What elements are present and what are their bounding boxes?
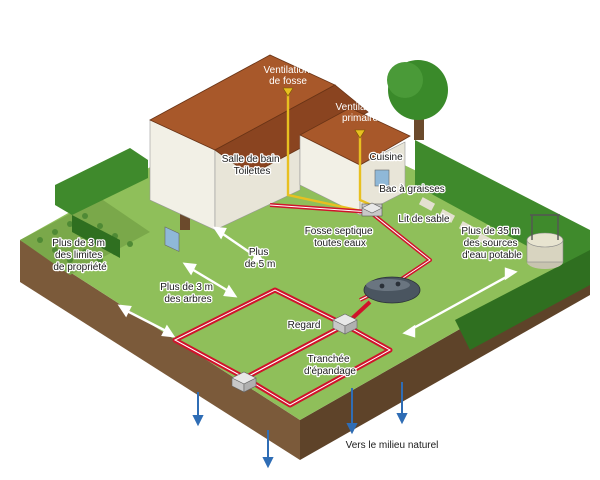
hedge-front-left — [72, 215, 120, 258]
label-milieu-naturel: Vers le milieu naturel — [346, 440, 439, 451]
vent-primaire-cap — [354, 129, 366, 139]
regard-box-house — [361, 202, 383, 214]
hedge-right-front — [455, 250, 590, 350]
arrow-limites — [124, 308, 169, 334]
extension-roof — [299, 107, 411, 166]
hedge-left — [55, 148, 148, 215]
septic-tank — [363, 276, 421, 304]
vent-fosse-cap — [282, 87, 294, 97]
house-roof-side — [214, 84, 369, 176]
label-plus-3m-arbres: Plus de 3 m des arbres — [160, 282, 216, 305]
label-plus-35m: Plus de 35 m des sources d'eau potable — [461, 226, 522, 261]
tree-back-right — [387, 60, 448, 140]
regard-box-bottom — [231, 371, 257, 393]
regard-box-top — [332, 313, 358, 335]
vent-fosse-pipe — [286, 90, 381, 217]
ground-side-left — [20, 240, 300, 460]
label-salle-de-bain: Salle de bain Toilettes — [222, 154, 283, 177]
window-kitchen — [374, 169, 390, 187]
label-tranchee: Tranchée d'épandage — [304, 354, 356, 377]
label-lit-de-sable: Lit de sable — [398, 214, 450, 225]
label-cuisine: Cuisine — [369, 152, 403, 163]
label-ventilation-primaire: Ventilation primaire — [336, 102, 385, 124]
well — [526, 214, 564, 269]
label-plus-3m-limites: Plus de 3 m des limites de propriété — [52, 238, 108, 273]
label-bac-a-graisses: Bac à graisses — [379, 184, 445, 195]
label-fosse-septique: Fosse septique toutes eaux — [305, 226, 376, 249]
arrow-arbres — [189, 266, 231, 294]
drainage-arrows — [192, 382, 408, 469]
paving-stones — [418, 197, 494, 247]
house — [149, 54, 411, 252]
distance-arrows — [117, 226, 518, 338]
window-bathroom — [164, 226, 180, 252]
arrow-35m — [409, 273, 511, 332]
arrow-5m — [219, 231, 259, 259]
label-ventilation-fosse: Ventilation de fosse — [264, 65, 313, 87]
label-regard: Regard — [288, 320, 321, 331]
label-plus-5m: Plus de 5 m — [245, 247, 276, 270]
